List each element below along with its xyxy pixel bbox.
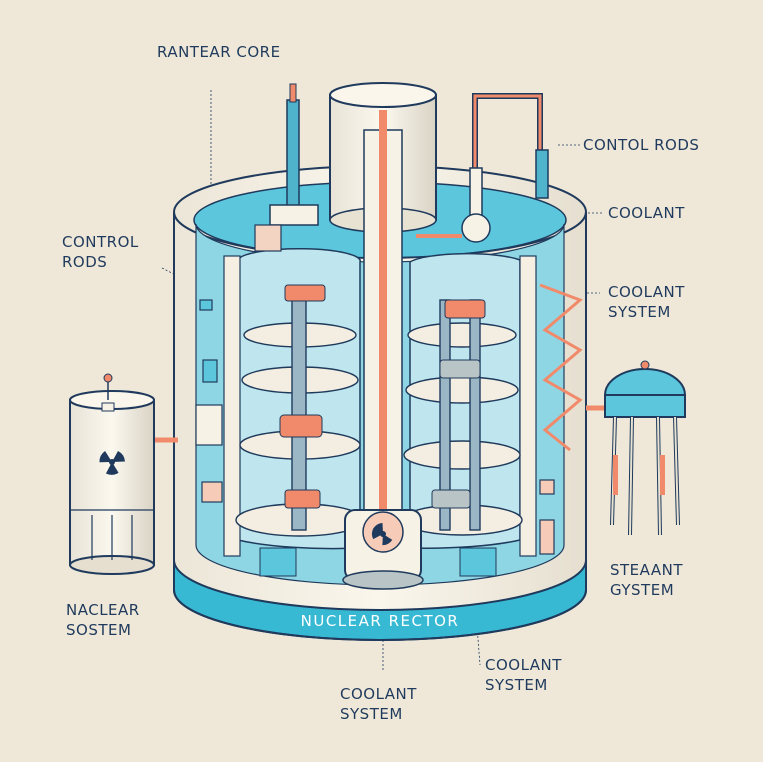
fuel-shelves-right [401, 299, 523, 536]
reactor-banner: NUCLEAR RECTOR [300, 612, 460, 630]
label-coolant-system-bottom-center: COOLANT SYSTEM [340, 685, 417, 723]
label-reactor-core: RANTEAR CORE [157, 43, 281, 61]
water-tower-icon [586, 360, 687, 536]
central-coolant-pipe [363, 110, 403, 531]
fuel-shelves-left [235, 289, 365, 537]
label-steam-system: STEAANT GYSTEM [610, 561, 683, 599]
control-rod-left [269, 83, 319, 226]
fuel-blocks [259, 284, 497, 577]
label-coolant-system-bottom-right: COOLANT SYSTEM [485, 656, 562, 694]
core-unit [342, 509, 424, 590]
control-rod-right [416, 93, 549, 243]
radiation-icon [371, 523, 393, 546]
side-panels [195, 299, 555, 555]
storage-tank-icon [69, 373, 178, 575]
label-control-rods-left: CONTROL RODS [62, 233, 139, 271]
coolant-coil [539, 283, 583, 452]
label-coolant-right: COOLANT [608, 204, 685, 222]
label-nuclear-system: NACLEAR SOSTEM [66, 601, 140, 639]
tank-radiation-icon [99, 450, 125, 475]
label-coolant-system-right: COOLANT SYSTEM [608, 283, 685, 321]
block-cube [254, 224, 282, 252]
label-control-rods-right: CONTOL RODS [583, 136, 700, 154]
